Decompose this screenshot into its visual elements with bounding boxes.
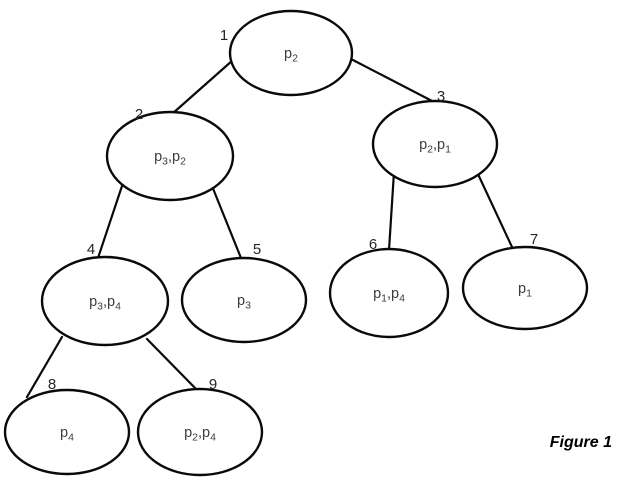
tree-node-number-2: 2: [135, 106, 143, 123]
tree-node-1: [228, 9, 354, 97]
tree-edge-2-5: [210, 184, 243, 260]
tree-node-5: [180, 256, 308, 344]
tree-node-6: [328, 247, 450, 339]
tree-node-9: [136, 387, 264, 477]
tree-node-label-4: p3,p4: [89, 294, 121, 313]
tree-node-number-4: 4: [87, 241, 95, 258]
tree-node-number-5: 5: [253, 241, 261, 258]
tree-edge-3-6: [387, 170, 396, 252]
tree-node-3: [371, 99, 499, 189]
tree-node-number-7: 7: [530, 231, 538, 248]
tree-edge-1-3: [349, 57, 436, 104]
tree-edge-1-2: [170, 58, 235, 116]
tree-node-label-3: p2,p1: [419, 137, 451, 156]
tree-node-7: [461, 245, 589, 331]
figure-caption: Figure 1: [549, 434, 612, 451]
tree-edge-4-8: [25, 335, 64, 399]
tree-node-number-6: 6: [369, 236, 377, 253]
tree-node-label-6: p1,p4: [373, 286, 405, 305]
tree-node-2: [105, 110, 235, 202]
tree-node-label-8: p4: [60, 425, 74, 444]
tree-edge-4-9: [145, 337, 199, 392]
tree-node-label-9: p2,p4: [184, 425, 216, 444]
tree-node-8: [3, 388, 131, 476]
tree-node-number-8: 8: [48, 376, 56, 393]
tree-node-number-3: 3: [437, 88, 445, 105]
tree-node-number-1: 1: [220, 27, 228, 44]
tree-node-label-1: p2: [284, 46, 298, 65]
tree-node-4: [40, 255, 170, 347]
tree-edge-2-4: [96, 184, 124, 260]
tree-node-label-7: p1: [518, 281, 532, 300]
tree-node-label-2: p3,p2: [154, 149, 186, 168]
tree-node-label-5: p3: [237, 293, 251, 312]
tree-node-number-9: 9: [209, 376, 217, 393]
tree-edge-3-7: [475, 170, 514, 249]
